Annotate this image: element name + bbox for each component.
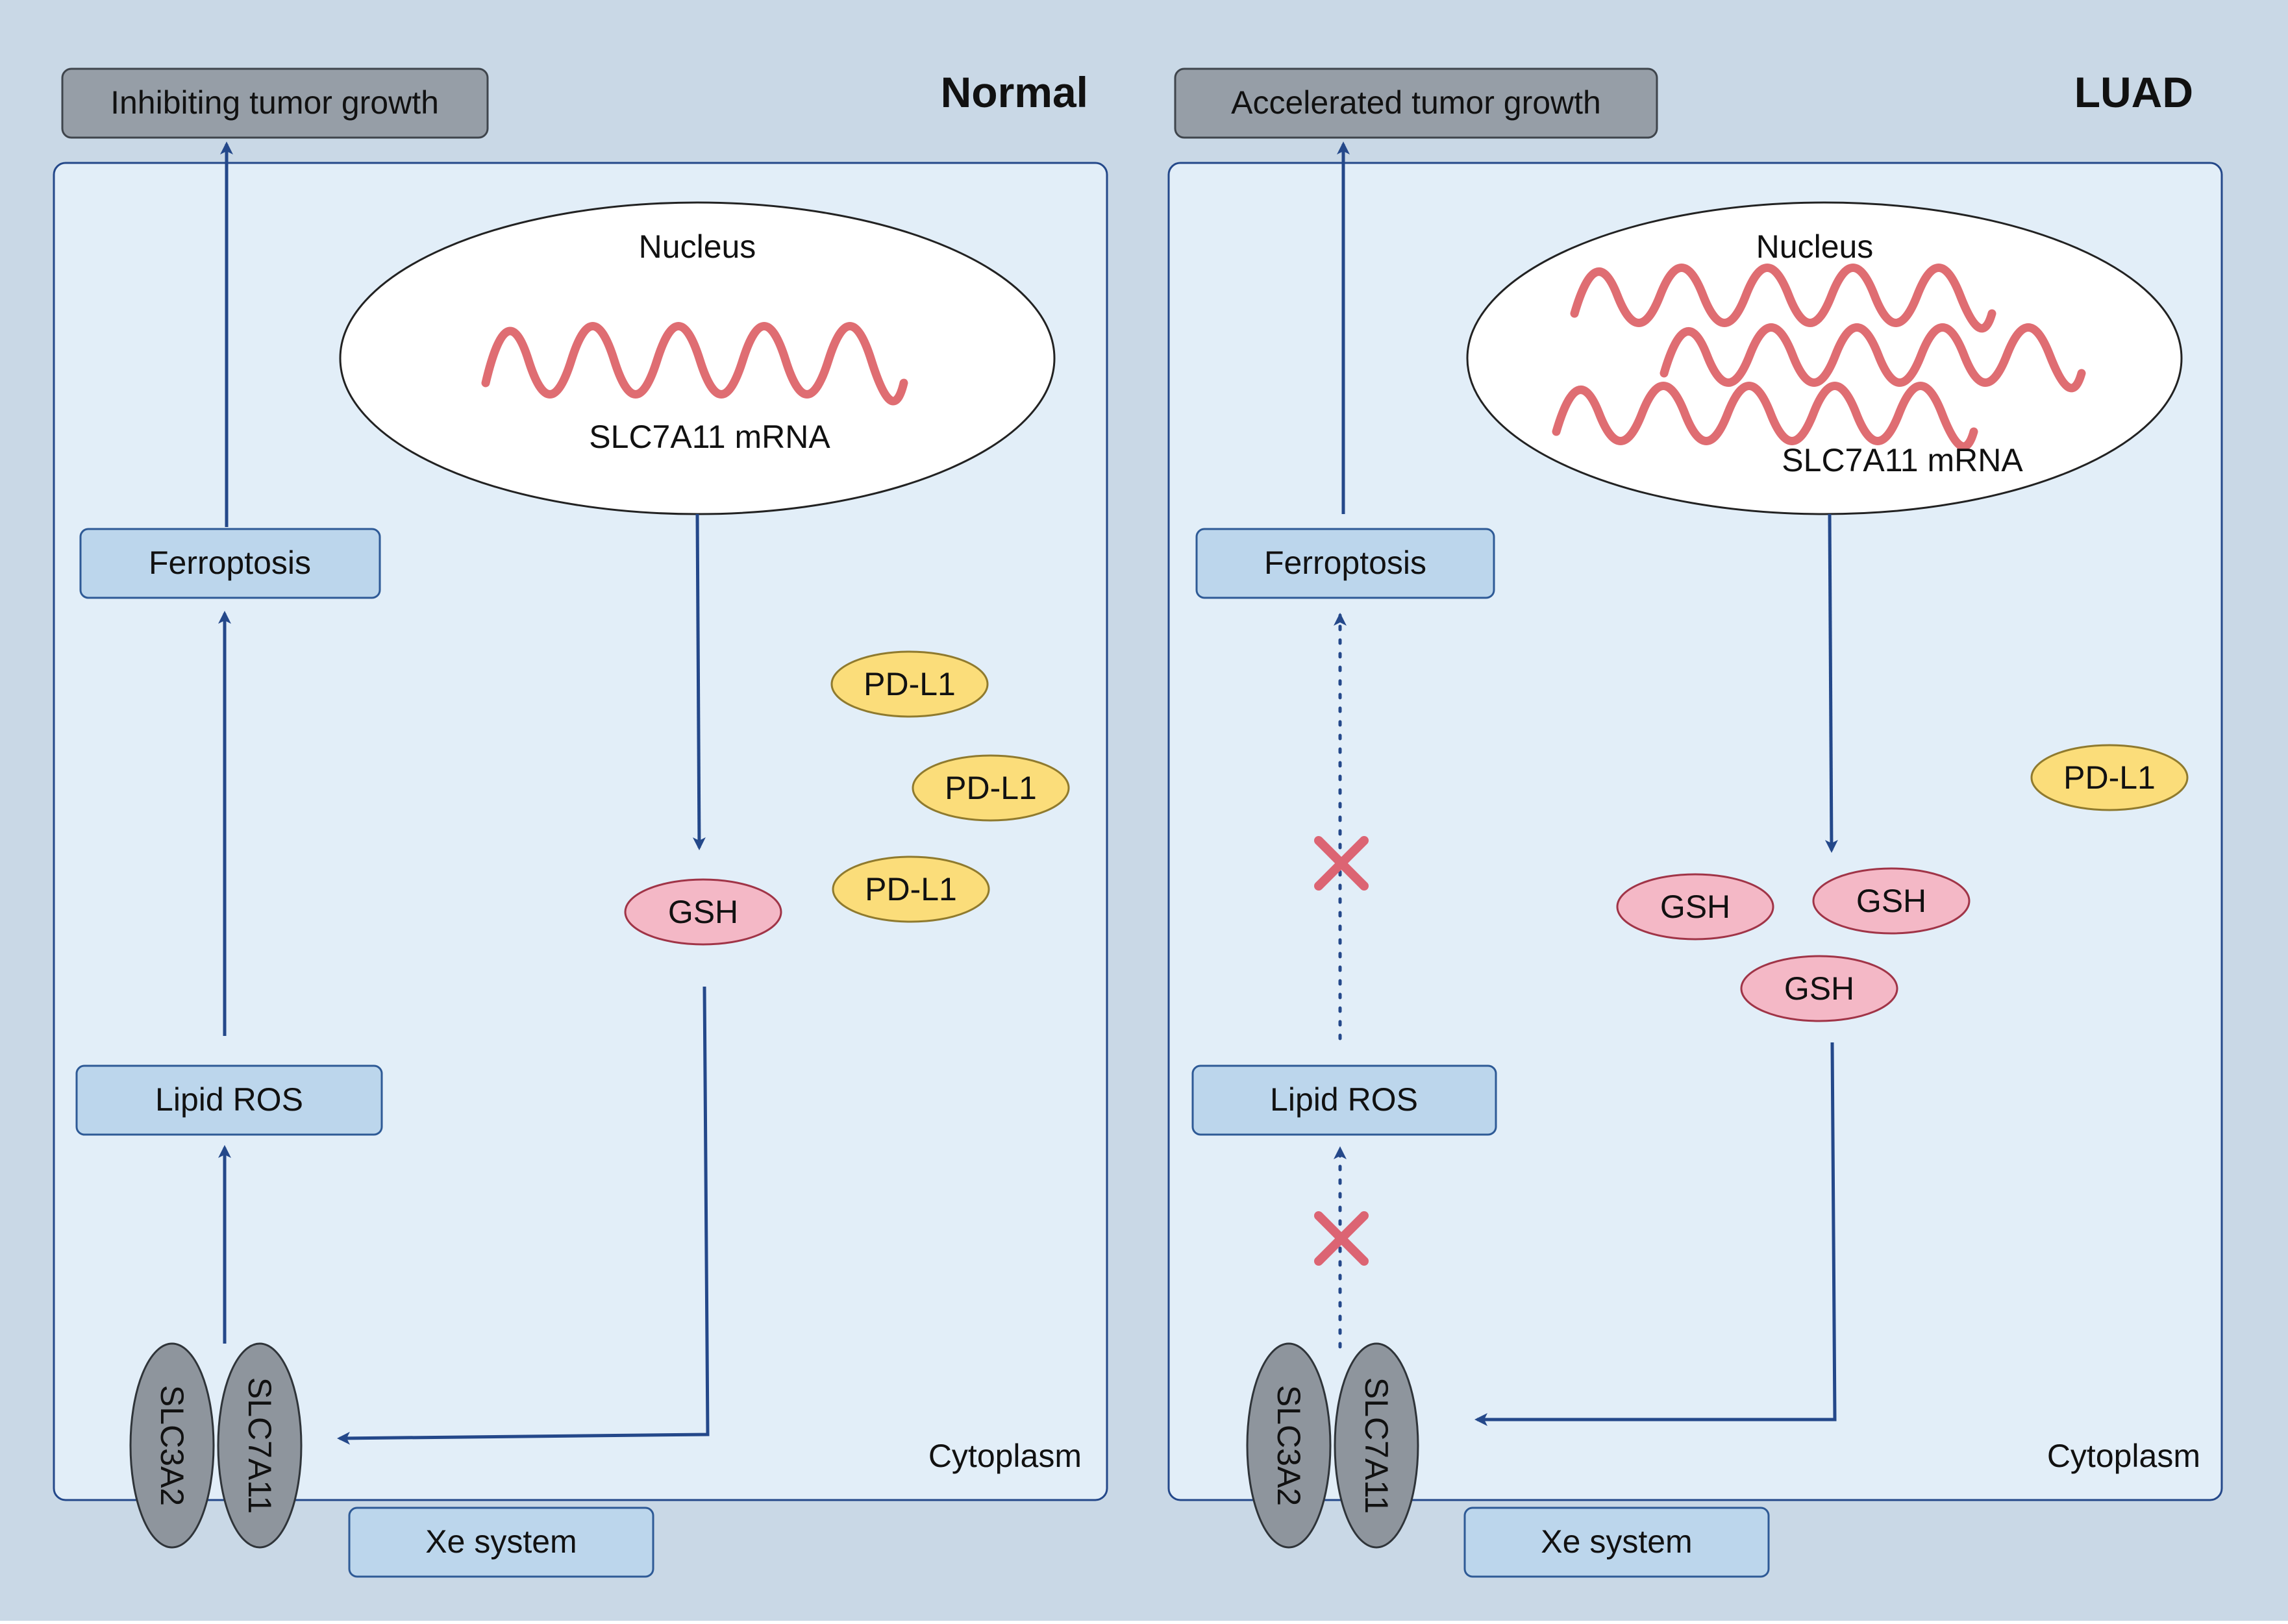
mrna-strand [1660, 323, 2086, 393]
panel-title: LUAD [2074, 68, 2193, 116]
ferroptosis-label: Ferroptosis [1264, 545, 1426, 581]
transporter-slc3a2: SLC3A2 [1246, 1342, 1332, 1549]
transporter-slc7a11: SLC7A11 [217, 1342, 303, 1549]
gsh-molecule: GSH [1616, 873, 1774, 941]
ferroptosis-box: Ferroptosis [1195, 528, 1495, 599]
pdl1-label: PD-L1 [2063, 759, 2156, 796]
outcome-box: Inhibiting tumor growth [61, 68, 489, 139]
panel-title: Normal [941, 68, 1088, 116]
lipid-ros-box: Lipid ROS [75, 1064, 383, 1136]
gsh-label: GSH [1856, 883, 1926, 919]
mrna-strand [1570, 264, 1996, 333]
pdl1-molecule: PD-L1 [2030, 744, 2189, 811]
lipid-ros-label: Lipid ROS [1270, 1081, 1418, 1118]
arrow-nucleus-to-gsh [692, 513, 706, 850]
pdl1-label: PD-L1 [945, 770, 1037, 806]
pdl1-label: PD-L1 [865, 871, 957, 907]
pdl1-molecule: PD-L1 [832, 855, 990, 923]
transporter-slc7a11: SLC7A11 [1334, 1342, 1419, 1549]
block-mark [1314, 1211, 1369, 1266]
pdl1-molecule: PD-L1 [830, 650, 989, 718]
gsh-label: GSH [1660, 889, 1730, 925]
nucleus: Nucleus SLC7A11 mRNA [1466, 201, 2183, 515]
outcome-box: Accelerated tumor growth [1174, 68, 1658, 139]
block-mark [1314, 836, 1369, 891]
nucleus-label: Nucleus [1756, 228, 1874, 265]
lipid-ros-label: Lipid ROS [155, 1081, 303, 1118]
arrow-gsh-to-transporter [1474, 1042, 1837, 1426]
ferroptosis-label: Ferroptosis [149, 545, 311, 581]
xe-system-label: Xe system [425, 1523, 577, 1560]
xe-system-label: Xe system [1541, 1523, 1692, 1560]
pdl1-label: PD-L1 [864, 666, 956, 702]
gsh-label: GSH [668, 894, 738, 930]
cytoplasm-label: Cytoplasm [2047, 1438, 2200, 1474]
outcome-label: Inhibiting tumor growth [110, 84, 439, 121]
arrow-nucleus-to-gsh [1824, 513, 1838, 853]
mrna-label: SLC7A11 mRNA [1782, 442, 2023, 478]
transporter-label: SLC7A11 [242, 1377, 278, 1514]
arrow-gsh-to-transporter [337, 986, 710, 1445]
transporter-label: SLC3A2 [1271, 1385, 1307, 1506]
nucleus-label: Nucleus [639, 228, 756, 265]
mrna-strand [481, 322, 908, 406]
mrna-label: SLC7A11 mRNA [589, 419, 830, 455]
transporter-label: SLC3A2 [154, 1385, 190, 1506]
xe-system-box: Xe system [348, 1507, 654, 1578]
cytoplasm-label: Cytoplasm [928, 1438, 1082, 1474]
transporter-slc3a2: SLC3A2 [129, 1342, 215, 1549]
gsh-label: GSH [1784, 970, 1854, 1007]
panel-luad: LUAD Accelerated tumor growth Nucleus SL… [1167, 68, 2223, 1578]
gsh-molecule: GSH [1740, 955, 1898, 1022]
outcome-label: Accelerated tumor growth [1231, 84, 1601, 121]
nucleus: Nucleus SLC7A11 mRNA [339, 201, 1056, 515]
xe-system-box: Xe system [1463, 1507, 1770, 1578]
panel-normal: Normal Inhibiting tumor growth Nucleus S… [53, 68, 1108, 1578]
lipid-ros-box: Lipid ROS [1191, 1064, 1497, 1136]
gsh-molecule: GSH [1812, 867, 1971, 935]
transporter-label: SLC7A11 [1358, 1377, 1395, 1514]
mrna-strand [1552, 382, 1978, 451]
pdl1-molecule: PD-L1 [912, 754, 1070, 822]
gsh-molecule: GSH [624, 878, 782, 946]
ferroptosis-box: Ferroptosis [79, 528, 381, 599]
